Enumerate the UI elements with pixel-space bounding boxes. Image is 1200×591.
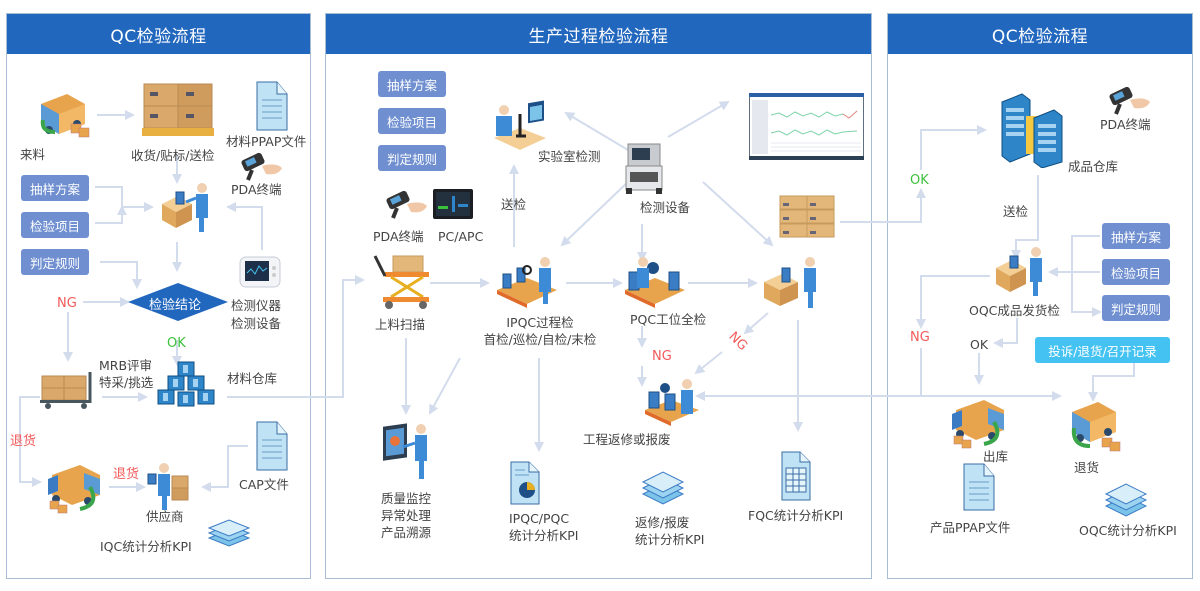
supplier-icon <box>147 463 189 510</box>
tag-judgement-rules[interactable]: 判定规则 <box>21 249 89 275</box>
iqc-panel-title: QC检验流程 <box>7 14 310 54</box>
equipment-label: 检测设备 <box>640 200 691 215</box>
ipqc-label-2: 首检/巡检/自检/末检 <box>483 332 597 347</box>
inspector-icon <box>162 183 208 232</box>
return-label-left: 退货 <box>10 434 37 449</box>
pc-apc-icon <box>433 189 473 219</box>
oqc-label: OQC成品发货检 <box>969 303 1060 318</box>
outbound-label: 出库 <box>983 449 1009 464</box>
quality-monitor-icon <box>383 423 427 479</box>
mrb-cart-icon <box>40 372 92 409</box>
product-ppap-label: 产品PPAP文件 <box>930 520 1011 535</box>
mrb-label-2: 特采/挑选 <box>99 375 154 390</box>
instrument-label-1: 检测仪器 <box>231 298 282 313</box>
spc-dashboard-screen <box>749 93 864 160</box>
ipqc-kpi-label-1: IPQC/PQC <box>509 511 570 526</box>
ok-label: OK <box>167 336 186 351</box>
lab-label: 实验室检测 <box>538 149 601 164</box>
complaint-return-record-tag[interactable]: 投诉/退货/召开记录 <box>1035 337 1170 363</box>
return-label-mid: 退货 <box>113 467 140 482</box>
iqc-kpi-label: IQC统计分析KPI <box>100 539 192 554</box>
oqc-ok-label: OK <box>970 337 989 352</box>
rework-kpi-label-2: 统计分析KPI <box>635 532 705 547</box>
rework-kpi-label-1: 返修/报废 <box>635 515 690 530</box>
quality-label-2: 异常处理 <box>381 508 432 523</box>
loading-scan-lift-icon <box>373 255 429 309</box>
customer-return-label: 退货 <box>1074 460 1100 475</box>
oqc-ng-label: NG <box>910 330 930 345</box>
decision-diamond <box>128 283 228 321</box>
ipqc-kpi-label-2: 统计分析KPI <box>509 528 579 543</box>
iqc-kpi-stack-icon <box>207 519 251 547</box>
receive-label: 收货/贴标/送检 <box>131 148 215 163</box>
material-warehouse-label: 材料仓库 <box>227 371 278 386</box>
cap-label: CAP文件 <box>239 477 289 492</box>
oqc-panel-title: QC检验流程 <box>888 14 1192 54</box>
incoming-label: 来料 <box>20 147 46 162</box>
finished-goods-boxes-icon <box>779 195 835 238</box>
pqc-label: PQC工位全检 <box>630 312 707 327</box>
ppap-label: 材料PPAP文件 <box>226 134 307 149</box>
inspection-equipment-icon <box>625 143 663 194</box>
pc-apc-label: PC/APC <box>438 229 484 244</box>
oqc-kpi-label: OQC统计分析KPI <box>1079 523 1177 538</box>
process-tag-sampling-plan[interactable]: 抽样方案 <box>378 71 446 97</box>
mrb-label-1: MRB评审 <box>99 358 153 373</box>
outbound-truck-icon <box>952 400 1004 449</box>
pqc-station-icon <box>625 257 685 308</box>
quality-label-3: 产品溯源 <box>381 525 432 540</box>
return-truck-icon <box>48 465 100 514</box>
quality-label-1: 质量监控 <box>381 491 432 506</box>
material-warehouse-icon <box>157 361 215 407</box>
test-instrument-icon <box>239 256 281 288</box>
customer-return-truck-icon <box>1071 402 1121 452</box>
ng-down-label: NG <box>652 349 672 364</box>
fqc-kpi-label: FQC统计分析KPI <box>748 508 844 523</box>
ok-top-label: OK <box>910 173 929 188</box>
process-pda-icon <box>386 190 427 219</box>
fqc-packer-icon <box>764 257 816 308</box>
lab-testing-icon <box>494 100 546 150</box>
oqc-pda-label: PDA终端 <box>1100 117 1151 132</box>
tag-sampling-plan[interactable]: 抽样方案 <box>21 175 89 201</box>
rework-label: 工程返修或报废 <box>583 432 671 447</box>
oqc-kpi-stack-icon <box>1104 483 1148 517</box>
ipqc-inspector-icon <box>497 257 557 308</box>
pallet-boxes-icon <box>142 83 214 136</box>
rework-station-icon <box>645 379 699 426</box>
process-tag-inspection-items[interactable]: 检验项目 <box>378 108 446 134</box>
finished-warehouse-label: 成品仓库 <box>1068 159 1119 174</box>
cap-document-icon <box>256 421 288 471</box>
incoming-truck-icon <box>40 94 90 138</box>
instrument-label-2: 检测设备 <box>231 316 282 331</box>
loading-scan-label: 上料扫描 <box>375 317 426 332</box>
ipqc-kpi-report-icon <box>510 461 540 505</box>
oqc-inspector-icon <box>996 247 1042 296</box>
tag-inspection-items[interactable]: 检验项目 <box>21 212 89 238</box>
ng-diagonal-label: NG <box>725 329 751 354</box>
ipqc-label-1: IPQC过程检 <box>506 315 574 330</box>
send-inspection-label: 送检 <box>501 197 527 212</box>
oqc-tag-judgement-rules[interactable]: 判定规则 <box>1102 295 1170 321</box>
fqc-kpi-table-icon <box>781 451 811 501</box>
oqc-pda-icon <box>1109 86 1150 115</box>
rework-kpi-stack-icon <box>641 471 685 505</box>
ppap-document-icon <box>256 81 288 131</box>
finished-goods-warehouse-icon <box>1001 93 1063 168</box>
supplier-label: 供应商 <box>146 509 184 524</box>
process-panel-title: 生产过程检验流程 <box>326 14 871 54</box>
decision-label: 检验结论 <box>149 298 202 313</box>
process-pda-label: PDA终端 <box>373 229 424 244</box>
oqc-tag-inspection-items[interactable]: 检验项目 <box>1102 259 1170 285</box>
ng-label: NG <box>57 296 77 311</box>
pda-label: PDA终端 <box>231 182 282 197</box>
product-ppap-document-icon <box>963 463 995 511</box>
process-tag-judgement-rules[interactable]: 判定规则 <box>378 145 446 171</box>
oqc-tag-sampling-plan[interactable]: 抽样方案 <box>1102 223 1170 249</box>
pda-scanner-icon <box>241 152 282 181</box>
oqc-send-label: 送检 <box>1003 204 1029 219</box>
